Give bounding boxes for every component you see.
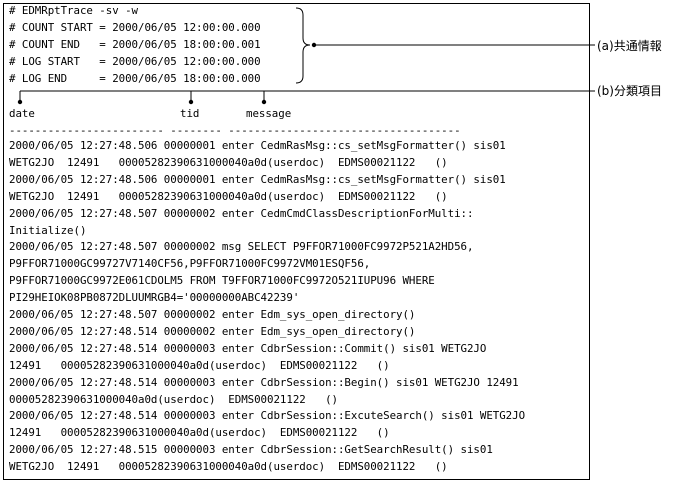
log-line: WETG2JO 12491 00005282390631000040a0d(us… <box>9 155 448 169</box>
log-line: 2000/06/05 12:27:48.507 00000002 enter C… <box>9 206 474 220</box>
log-line: PI29HEIOK08PB0872DLUUMRGB4='00000000ABC4… <box>9 291 300 305</box>
log-line: 2000/06/05 12:27:48.506 00000001 enter C… <box>9 139 506 152</box>
column-separator: ------------------------ -------- ------… <box>9 124 461 137</box>
log-line: P9FFOR71000GC99727V7140CF56,P9FFOR71000F… <box>9 257 371 271</box>
label-category-item: (b)分類項目 <box>597 84 662 98</box>
log-line: WETG2JO 12491 00005282390631000040a0d(us… <box>9 460 448 474</box>
log-line: 12491 00005282390631000040a0d(userdoc) E… <box>9 426 390 440</box>
log-line: WETG2JO 12491 00005282390631000040a0d(us… <box>9 189 448 203</box>
log-line: 12491 00005282390631000040a0d(userdoc) E… <box>9 358 390 372</box>
log-line: 2000/06/05 12:27:48.514 00000003 enter C… <box>9 409 526 423</box>
log-line: 2000/06/05 12:27:48.515 00000003 enter C… <box>9 443 493 457</box>
label-common-info: (a)共通情報 <box>597 39 662 53</box>
log-line: 2000/06/05 12:27:48.514 00000002 enter E… <box>9 324 416 338</box>
header-line-log-start: # LOG START = 2000/06/05 12:00:00.000 <box>9 55 261 68</box>
log-line: 2000/06/05 12:27:48.507 00000002 msg SEL… <box>9 240 474 254</box>
log-line: 2000/06/05 12:27:48.514 00000003 enter C… <box>9 375 519 389</box>
header-line-count-end: # COUNT END = 2000/06/05 18:00:00.001 <box>9 38 261 51</box>
log-line: 2000/06/05 12:27:48.506 00000001 enter C… <box>9 172 506 186</box>
header-line-log-end: # LOG END = 2000/06/05 18:00:00.000 <box>9 72 261 85</box>
column-header-tid: tid <box>180 107 200 120</box>
log-line: 2000/06/05 12:27:48.514 00000003 enter C… <box>9 341 487 355</box>
column-header-date: date <box>9 107 35 120</box>
log-line: 00005282390631000040a0d(userdoc) EDMS000… <box>9 392 338 406</box>
log-line: 2000/06/05 12:27:48.507 00000002 enter E… <box>9 308 416 321</box>
log-line: P9FFOR71000GC9972E061CDOLM5 FROM T9FFOR7… <box>9 274 435 288</box>
log-line: Initialize() <box>9 223 87 237</box>
header-line-count-start: # COUNT START = 2000/06/05 12:00:00.000 <box>9 21 261 34</box>
column-header-message: message <box>246 107 292 120</box>
header-line-command: # EDMRptTrace -sv -w <box>9 4 139 17</box>
